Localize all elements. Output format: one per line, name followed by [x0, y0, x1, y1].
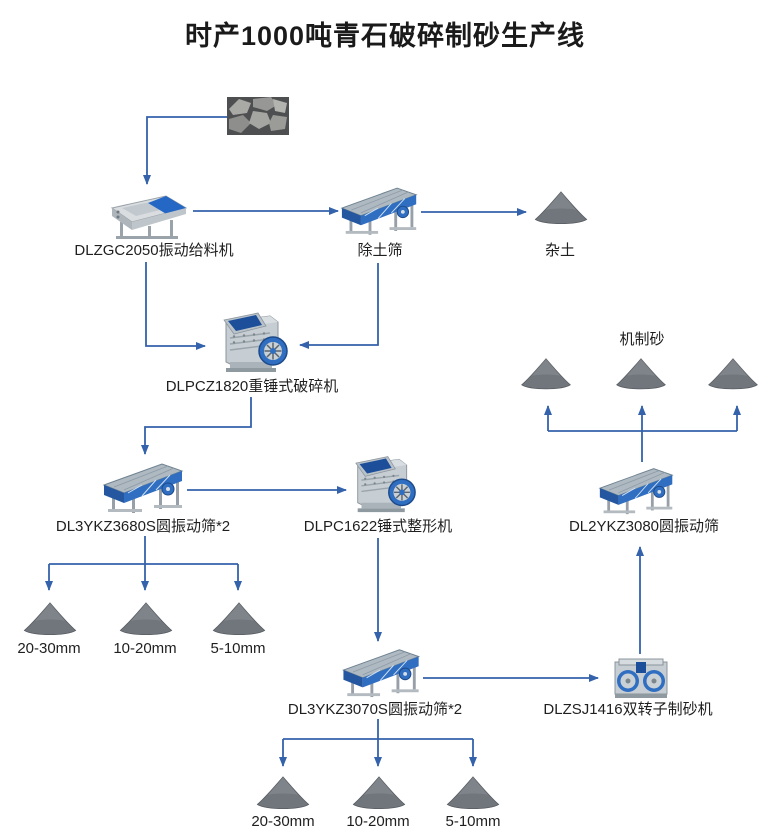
- bottom-pile-label-2: 10-20mm: [346, 813, 410, 830]
- raw-material-image: [227, 97, 289, 135]
- bottom-pile-5-10: [443, 774, 503, 812]
- bottom-pile-label-3: 5-10mm: [445, 813, 501, 830]
- left-pile-label-2: 10-20mm: [113, 640, 177, 657]
- machine-sand-pile-1: [519, 356, 573, 392]
- circular-screen-3080-label: DL2YKZ3080圆振动筛: [568, 518, 720, 535]
- machine-made-sand-label: 机制砂: [619, 331, 665, 348]
- left-pile-20-30: [21, 600, 79, 638]
- left-pile-5-10: [210, 600, 268, 638]
- heavy-hammer-crusher-image: [218, 306, 292, 374]
- circular-screen-3680-label: DL3YKZ3680S圆振动筛*2: [55, 518, 231, 535]
- machine-sand-pile-2: [614, 356, 668, 392]
- page-title: 时产1000吨青石破碎制砂生产线: [184, 21, 586, 51]
- waste-soil-label: 杂土: [544, 242, 576, 259]
- heavy-hammer-crusher-label: DLPCZ1820重锤式破碎机: [165, 378, 339, 395]
- circular-screen-3070-image: [340, 645, 424, 699]
- soil-removal-screen-image: [340, 182, 420, 238]
- bottom-pile-10-20: [349, 774, 409, 812]
- bottom-pile-label-1: 20-30mm: [251, 813, 315, 830]
- hammer-shaper-image: [350, 450, 420, 514]
- hammer-shaper-label: DLPC1622锤式整形机: [303, 518, 453, 535]
- left-pile-label-1: 20-30mm: [17, 640, 81, 657]
- vibrating-feeder-image: [108, 192, 192, 244]
- dual-rotor-sand-maker-image: [609, 656, 673, 700]
- machine-sand-pile-3: [706, 356, 760, 392]
- waste-soil-pile: [531, 189, 591, 227]
- bottom-pile-20-30: [253, 774, 313, 812]
- circular-screen-3680-image: [102, 459, 186, 515]
- feeder-label: DLZGC2050振动给料机: [74, 242, 234, 259]
- left-pile-label-3: 5-10mm: [210, 640, 266, 657]
- circular-screen-3070-label: DL3YKZ3070S圆振动筛*2: [287, 701, 463, 718]
- soil-screen-label: 除土筛: [357, 242, 403, 259]
- left-pile-10-20: [117, 600, 175, 638]
- circular-screen-3080-image: [597, 464, 677, 516]
- dual-rotor-sand-maker-label: DLZSJ1416双转子制砂机: [543, 701, 713, 718]
